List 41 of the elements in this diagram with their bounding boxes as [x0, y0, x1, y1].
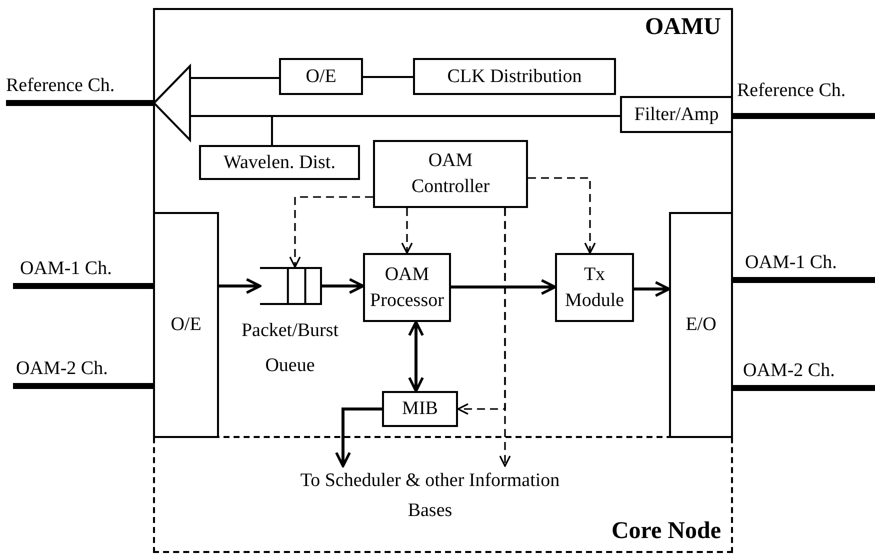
arrow: [451, 279, 556, 295]
channel-label: OAM-2 Ch.: [737, 360, 875, 388]
converter-box: O/E: [153, 212, 219, 438]
processor-box: OAM Processor: [363, 253, 451, 322]
module-box: Tx Module: [555, 253, 634, 322]
connector-line: [733, 277, 875, 283]
connector-line: [6, 100, 153, 106]
channel-label: Reference Ch.: [737, 80, 875, 116]
region-title: Core Node: [611, 518, 721, 545]
database-box: MIB: [382, 391, 458, 427]
arrow: [219, 278, 262, 294]
arrow: [335, 408, 382, 468]
queue-label: Packet/Burst Oueue: [240, 319, 340, 378]
region-title: OAMU: [645, 14, 721, 41]
process-box: Wavelen. Dist.: [199, 145, 360, 180]
arrow: [634, 281, 670, 297]
connector-line: [733, 385, 875, 391]
process-box: CLK Distribution: [413, 58, 616, 95]
controller-box: OAM Controller: [373, 140, 528, 208]
arrow: [499, 208, 511, 467]
connector-line: [13, 383, 153, 389]
channel-label: OAM-2 Ch.: [13, 358, 153, 386]
connector-line: [363, 76, 413, 78]
core-node-region: [153, 8, 733, 553]
connector-line: [191, 115, 273, 145]
channel-label: Reference Ch.: [6, 75, 153, 103]
channel-label: OAM-1 Ch.: [737, 252, 875, 280]
arrow: [289, 196, 373, 268]
filter-box: Filter/Amp: [620, 96, 733, 133]
arrow: [528, 177, 596, 254]
connector-line: [191, 77, 279, 79]
arrow: [401, 208, 413, 254]
arrow: [322, 278, 364, 294]
arrow: [408, 320, 424, 392]
connector-line: [733, 113, 875, 119]
destination-label: To Scheduler & other Information Bases: [300, 466, 560, 536]
channel-label: OAM-1 Ch.: [13, 258, 153, 286]
connector-line: [13, 283, 153, 289]
oamu-module-box: [153, 8, 733, 438]
converter-box: O/E: [279, 58, 363, 95]
converter-box: E/O: [669, 212, 733, 438]
